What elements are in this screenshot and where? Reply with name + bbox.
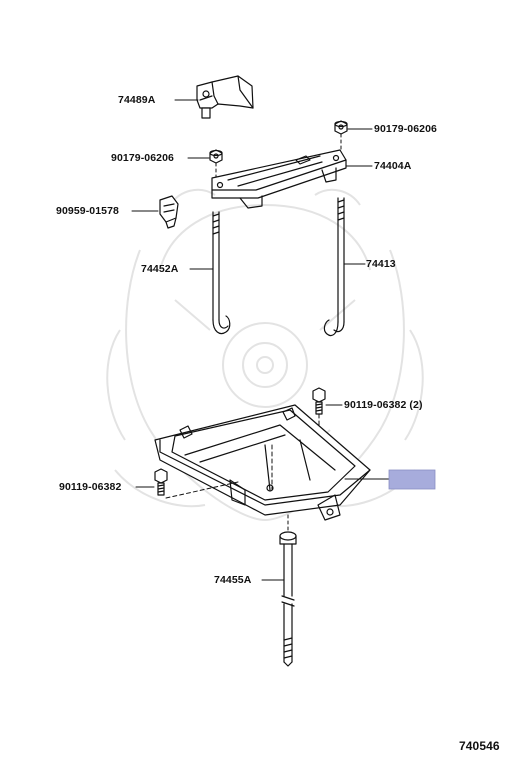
part-label-74455A[interactable]: 74455A bbox=[214, 574, 252, 586]
part-label-90959-01578[interactable]: 90959-01578 bbox=[56, 205, 119, 217]
part-label-74452A[interactable]: 74452A bbox=[141, 263, 179, 275]
bolt-90119-lower bbox=[154, 468, 168, 496]
part-label-90179-06206-left[interactable]: 90179-06206 bbox=[111, 152, 174, 164]
part-label-74489A[interactable]: 74489A bbox=[118, 94, 156, 106]
battery-tray bbox=[154, 404, 371, 521]
part-label-90119-06382[interactable]: 90119-06382 bbox=[59, 481, 122, 493]
nut-90179-left bbox=[209, 149, 223, 164]
clamp-74489A bbox=[196, 75, 254, 119]
part-label-90119-06382-2[interactable]: 90119-06382 (2) bbox=[344, 399, 423, 411]
diagram-number: 740546 bbox=[459, 739, 500, 753]
part-label-74413[interactable]: 74413 bbox=[366, 258, 396, 270]
nut-90179-right bbox=[334, 120, 348, 135]
part-label-74404A[interactable]: 74404A bbox=[374, 160, 412, 172]
bolt-74455A bbox=[279, 531, 297, 667]
part-highlight-box[interactable] bbox=[388, 469, 436, 490]
bracket-74404A bbox=[211, 149, 347, 209]
part-label-90179-06206-right[interactable]: 90179-06206 bbox=[374, 123, 437, 135]
clip-90959 bbox=[159, 195, 179, 229]
rod-74452A bbox=[212, 211, 231, 335]
bolt-90119-upper bbox=[312, 387, 326, 415]
rod-74413 bbox=[323, 197, 345, 337]
